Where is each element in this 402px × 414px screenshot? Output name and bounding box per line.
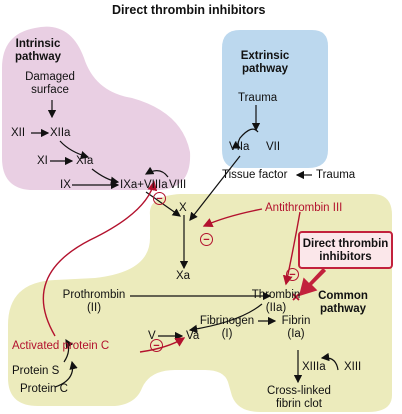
extrinsic-heading: Extrinsic pathway bbox=[232, 50, 298, 76]
factor-xa: Xa bbox=[176, 270, 191, 282]
arrow-viii-to-viiia bbox=[144, 166, 169, 178]
inhibit-apc-to-viiia bbox=[42, 180, 158, 337]
factor-viii: VIII bbox=[169, 179, 187, 191]
factor-xiiia: XIIIa bbox=[302, 361, 326, 373]
fibrin-number: (Ia) bbox=[287, 328, 305, 340]
arrow-protein-c-to-apc bbox=[54, 360, 78, 388]
extrinsic-heading-line1: Extrinsic bbox=[240, 50, 290, 62]
factor-xii: XII bbox=[11, 127, 26, 139]
dti-box: Direct thrombin inhibitors bbox=[298, 231, 393, 269]
factor-xiii: XIII bbox=[344, 361, 362, 373]
cross-mark-line-b bbox=[292, 293, 300, 301]
clot-line2: fibrin clot bbox=[275, 398, 323, 410]
trauma-right-label: Trauma bbox=[316, 169, 356, 181]
damaged-surface-line1: Damaged bbox=[25, 71, 75, 83]
fibrin-name: Fibrin bbox=[281, 315, 311, 327]
dti-box-line2: inhibitors bbox=[319, 251, 372, 263]
inhibit-apc-to-va bbox=[139, 337, 186, 353]
fibrinogen-label: Fibrinogen (I) bbox=[197, 315, 257, 341]
dti-box-line1: Direct thrombin bbox=[302, 238, 389, 250]
dti-thick-arrow bbox=[298, 267, 327, 297]
thrombin-number: (IIa) bbox=[265, 302, 287, 314]
damaged-surface-label: Damaged surface bbox=[12, 71, 88, 97]
factor-x: X bbox=[179, 202, 187, 214]
common-heading-line1: Common bbox=[318, 290, 368, 302]
arrow-ixa-to-x bbox=[145, 191, 181, 217]
fibrin-label: Fibrin (Ia) bbox=[276, 315, 316, 341]
trauma-top-label: Trauma bbox=[238, 92, 278, 104]
extrinsic-pathway-region bbox=[222, 30, 328, 168]
factor-xiia: XIIa bbox=[50, 127, 71, 139]
common-pathway-region bbox=[8, 194, 392, 412]
intrinsic-heading-line1: Intrinsic bbox=[15, 38, 61, 50]
minus-x: − bbox=[200, 233, 213, 246]
tissue-factor-label: Tissue factor bbox=[222, 169, 288, 181]
antithrombin-label: Antithrombin III bbox=[265, 202, 343, 214]
arrow-protein-s-to-apc bbox=[63, 338, 74, 363]
fibrinogen-name: Fibrinogen bbox=[199, 315, 255, 327]
factor-xi: XI bbox=[37, 155, 48, 167]
intrinsic-heading: Intrinsic pathway bbox=[10, 38, 66, 64]
minus-va: − bbox=[150, 339, 163, 352]
prothrombin-number: (II) bbox=[86, 302, 102, 314]
factor-v: V bbox=[148, 330, 156, 342]
intrinsic-pathway-region bbox=[2, 26, 191, 190]
arrow-xiia-to-xia bbox=[59, 140, 90, 160]
minus-thrombin: − bbox=[286, 268, 299, 281]
arrow-viia-to-x bbox=[189, 155, 241, 221]
intrinsic-heading-line2: pathway bbox=[14, 51, 61, 63]
thrombin-name: Thrombin bbox=[251, 289, 301, 301]
inhibit-atiii-to-x bbox=[202, 208, 263, 227]
factor-vii: VII bbox=[266, 141, 281, 153]
dti-box-text: Direct thrombin inhibitors bbox=[300, 238, 391, 264]
protein-s-label: Protein S bbox=[12, 365, 60, 377]
arrow-vii-to-viia bbox=[231, 128, 259, 149]
factor-va: Va bbox=[186, 330, 200, 342]
common-heading-line2: pathway bbox=[319, 303, 366, 315]
factor-xia: XIa bbox=[76, 155, 94, 167]
prothrombin-name: Prothrombin bbox=[62, 289, 126, 301]
extrinsic-heading-line2: pathway bbox=[241, 63, 288, 75]
arrow-xiii-to-xiiia bbox=[320, 352, 339, 371]
protein-c-label: Protein C bbox=[20, 383, 68, 395]
activated-protein-c-label: Activated protein C bbox=[12, 340, 110, 352]
damaged-surface-line2: surface bbox=[31, 84, 69, 96]
fibrinogen-number: (I) bbox=[221, 328, 233, 340]
factor-ixa-viiia: IXa+VIIIa bbox=[120, 179, 168, 191]
clot-line1: Cross-linked bbox=[267, 385, 331, 397]
arrow-thrombin-to-va bbox=[188, 303, 263, 334]
diagram-title: Direct thrombin inhibitors bbox=[112, 3, 266, 17]
clot-label: Cross-linked fibrin clot bbox=[256, 385, 342, 411]
factor-ix: IX bbox=[60, 179, 71, 191]
arrow-xia-to-ixa bbox=[91, 168, 120, 185]
factor-viia: VIIa bbox=[229, 141, 250, 153]
prothrombin-label: Prothrombin (II) bbox=[56, 289, 132, 315]
minus-viiia: − bbox=[153, 192, 166, 205]
thrombin-label: Thrombin (IIa) bbox=[246, 289, 306, 315]
common-heading: Common pathway bbox=[312, 290, 374, 316]
